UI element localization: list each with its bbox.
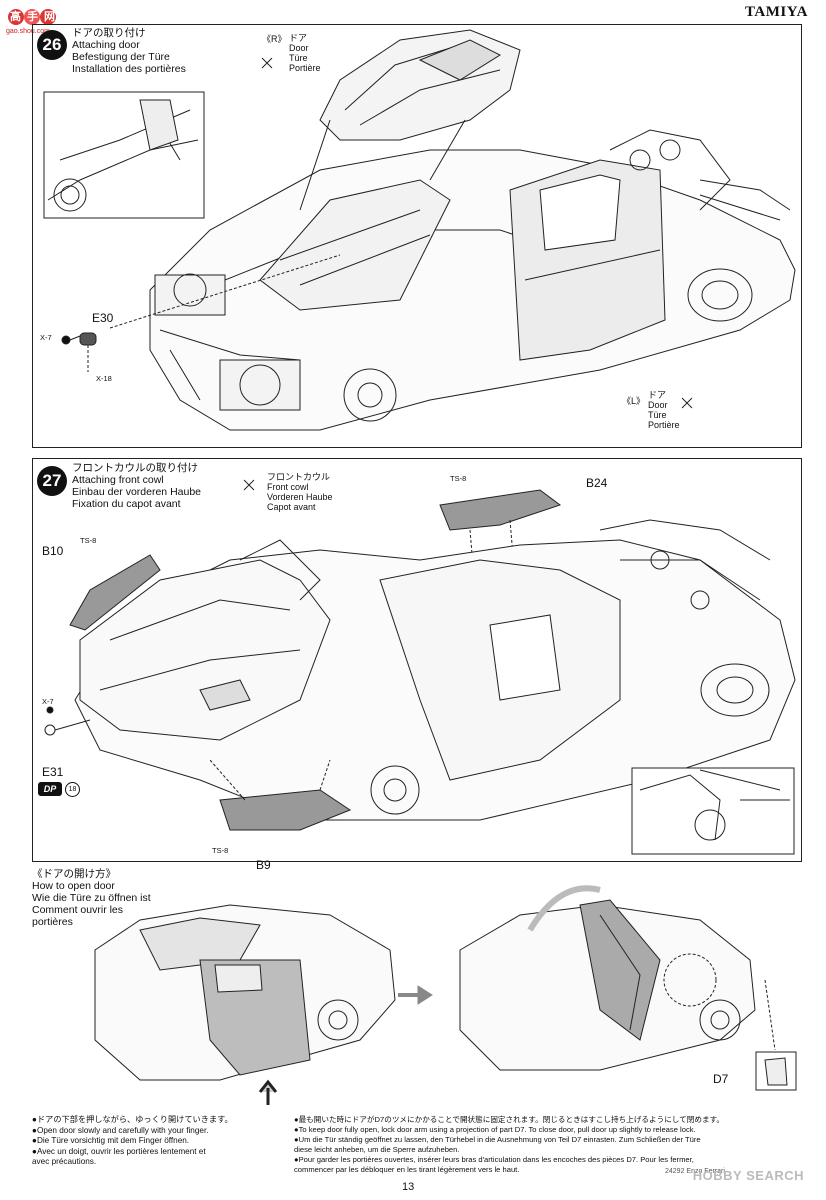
- step-27-title-jp: フロントカウルの取り付け: [72, 462, 198, 474]
- note-left-fr-2: avec précautions.: [32, 1157, 97, 1166]
- door-r-names: ドア Door Türe Portière: [289, 33, 321, 73]
- notes-right: ●最も開いた時にドアがD7のツメにかかることで開状態に固定されます。閉じるときは…: [294, 1115, 804, 1175]
- step-26-title-jp: ドアの取り付け: [72, 27, 146, 39]
- howto-title-en: How to open door: [32, 880, 115, 892]
- door-r-en: Door: [289, 43, 309, 53]
- step-26-panel: [32, 24, 802, 448]
- howto-title: 《ドアの開け方》 How to open door Wie die Türe z…: [32, 868, 151, 928]
- note-left-en: ●Open door slowly and carefully with you…: [32, 1125, 209, 1135]
- page-number: 13: [402, 1181, 415, 1193]
- door-l-names: ドア Door Türe Portière: [648, 390, 680, 430]
- step-27-title: フロントカウルの取り付け Attaching front cowl Einbau…: [72, 462, 201, 510]
- step-27-panel: [32, 458, 802, 862]
- note-left-fr-1: ●Avec un doigt, ouvrir les portières len…: [32, 1146, 206, 1156]
- watermark-text: 高手网: [10, 11, 61, 23]
- door-r-fr: Portière: [289, 63, 321, 73]
- footer-small: 24292 Enzo Ferrari: [665, 1168, 725, 1175]
- screw-x7-label: X-7: [40, 333, 52, 342]
- part-b9-label: B9: [256, 858, 271, 872]
- notes-left: ●ドアの下部を押しながら、ゆっくり開けていきます。 ●Open door slo…: [32, 1115, 287, 1168]
- watermark-logo-icon: [8, 9, 56, 25]
- note-right-fr-1: ●Pour garder les portières ouvertes, ins…: [294, 1155, 694, 1164]
- door-l-jp: ドア: [648, 390, 667, 400]
- howto-title-fr-1: Comment ouvrir les: [32, 904, 124, 916]
- door-l-en: Door: [648, 400, 668, 410]
- step-26-title: ドアの取り付け Attaching door Befestigung der T…: [72, 27, 186, 75]
- hobby-search-watermark: HOBBY SEARCH: [692, 1168, 804, 1183]
- note-right-de-2: diese leicht anheben, um die Sperre aufz…: [294, 1145, 460, 1154]
- part-e31-label: E31: [42, 765, 64, 779]
- door-l-de: Türe: [648, 410, 667, 420]
- front-cowl-label: フロントカウル Front cowl Vorderen Haube Capot …: [267, 472, 333, 512]
- note-left-de: ●Die Türe vorsichtig mit dem Finger öffn…: [32, 1136, 190, 1145]
- front-cowl-fr: Capot avant: [267, 502, 316, 512]
- x7-label-e31: X-7: [42, 697, 54, 706]
- door-l-side: 《L》: [622, 396, 646, 406]
- step-27-title-de: Einbau der vorderen Haube: [72, 486, 202, 498]
- door-l-fr: Portière: [648, 420, 680, 430]
- watermark-url: gao.shou.com: [6, 28, 50, 35]
- note-left-jp: ●ドアの下部を押しながら、ゆっくり開けていきます。: [32, 1115, 233, 1124]
- note-right-en: ●To keep door fully open, lock door arm …: [294, 1125, 696, 1134]
- paint-number-badge: 18: [65, 782, 80, 797]
- door-l-label: 《L》: [622, 396, 645, 406]
- howto-title-de: Wie die Türe zu öffnen ist: [32, 892, 151, 904]
- step-27-title-en: Attaching front cowl: [72, 474, 164, 486]
- ts8-label-b10: TS-8: [80, 536, 97, 545]
- howto-title-fr-2: portières: [32, 916, 73, 928]
- step-26-title-de: Befestigung der Türe: [72, 51, 170, 63]
- brand-logo: TAMIYA: [744, 4, 808, 20]
- watermark-logo: 高手网 gao.shou.com: [4, 6, 68, 38]
- step-26-title-fr: Installation des portières: [72, 63, 186, 75]
- note-right-de-1: ●Um die Tür ständig geöffnet zu lassen, …: [294, 1135, 701, 1144]
- door-r-label: 《R》: [262, 34, 287, 44]
- ts8-label-b9: TS-8: [212, 846, 229, 855]
- door-r-side: 《R》: [262, 34, 287, 44]
- step-26-title-en: Attaching door: [72, 39, 140, 51]
- screw-x18-label: X-18: [96, 374, 112, 383]
- step-26-number: 26: [37, 30, 67, 60]
- part-d7-label: D7: [713, 1072, 729, 1086]
- note-right-jp: ●最も開いた時にドアがD7のツメにかかることで開状態に固定されます。閉じるときは…: [294, 1115, 724, 1124]
- dp-badge: DP: [38, 782, 62, 796]
- note-right-fr-2: commencer par les débloquer en les tiran…: [294, 1165, 520, 1174]
- front-cowl-de: Vorderen Haube: [267, 492, 333, 502]
- howto-title-jp: 《ドアの開け方》: [32, 868, 116, 880]
- part-e30-label: E30: [92, 311, 114, 325]
- ts8-label-b24: TS-8: [450, 474, 467, 483]
- part-b10-label: B10: [42, 544, 64, 558]
- front-cowl-en: Front cowl: [267, 482, 309, 492]
- step-27-number: 27: [37, 466, 67, 496]
- door-r-jp: ドア: [289, 33, 308, 43]
- front-cowl-jp: フロントカウル: [267, 472, 331, 482]
- door-r-de: Türe: [289, 53, 308, 63]
- part-b24-label: B24: [586, 476, 608, 490]
- step-27-title-fr: Fixation du capot avant: [72, 498, 181, 510]
